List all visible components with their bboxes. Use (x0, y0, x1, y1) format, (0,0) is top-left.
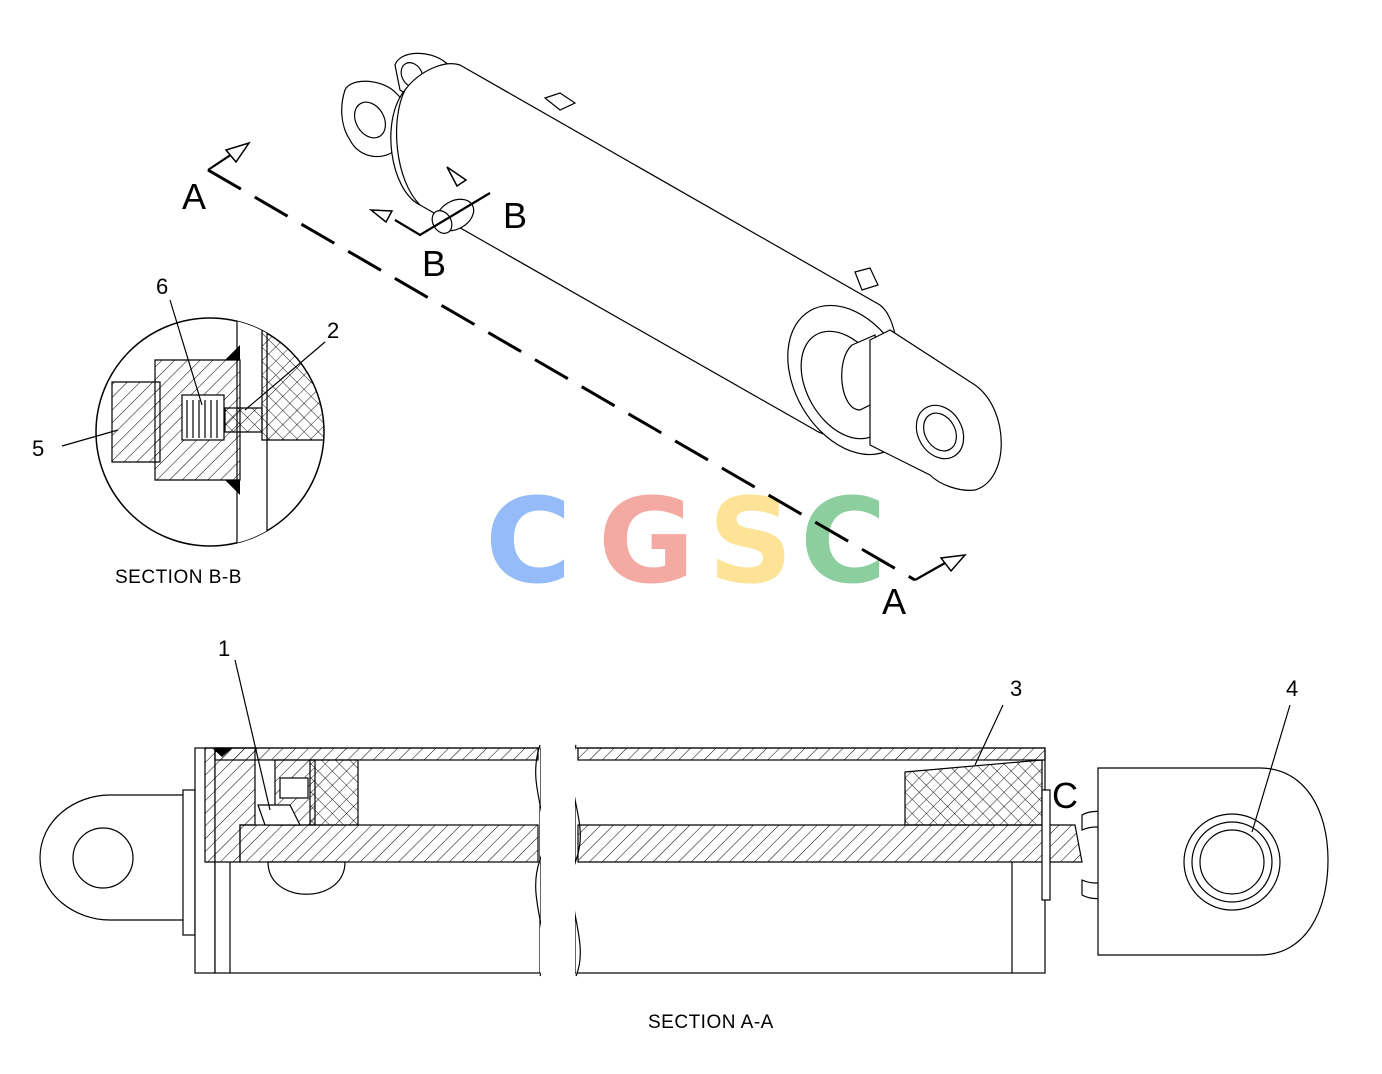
watermark-letter: C (485, 472, 572, 610)
watermark-letter: C (800, 472, 887, 610)
watermark-letter: S (708, 472, 793, 610)
watermark-letter: G (598, 472, 695, 610)
callout-2: 2 (327, 318, 339, 343)
section-marker-b-below: B (422, 243, 446, 284)
section-aa-view: 1 3 4 C SECTION A-A (39, 636, 1329, 1033)
section-marker-a-bottom: A (882, 581, 906, 622)
callout-5: 5 (32, 436, 44, 461)
callout-6: 6 (156, 274, 168, 299)
watermark: C G S C (485, 472, 887, 610)
section-line-b: B B (368, 166, 527, 284)
section-marker-b-right: B (503, 195, 527, 236)
isometric-cylinder-view (341, 52, 1002, 491)
caption-section-bb: SECTION B-B (115, 567, 242, 588)
section-bb-detail: 6 2 5 SECTION B-B (32, 274, 339, 588)
section-line-a: A A (182, 141, 967, 622)
caption-section-aa: SECTION A-A (648, 1012, 774, 1033)
callout-3: 3 (1010, 676, 1022, 701)
detail-label-c: C (1052, 775, 1078, 816)
callout-1: 1 (218, 636, 230, 661)
section-marker-a-top: A (182, 176, 206, 217)
callout-4: 4 (1286, 676, 1298, 701)
